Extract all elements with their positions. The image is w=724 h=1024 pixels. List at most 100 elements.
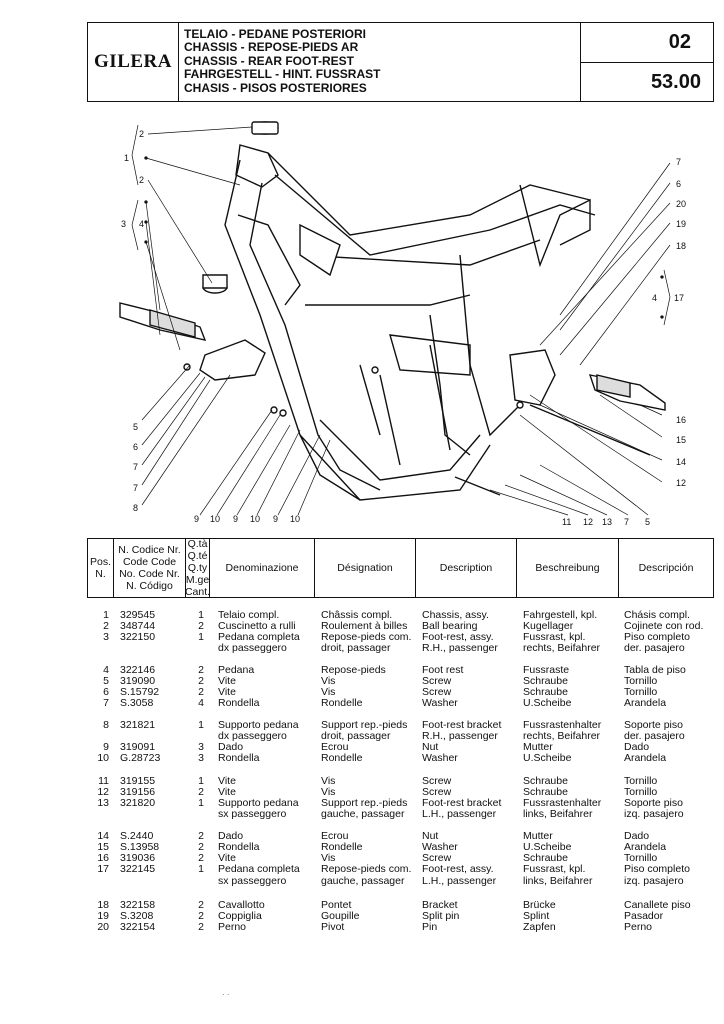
- header-titles: TELAIO - PEDANE POSTERIORI CHASSIS - REP…: [184, 27, 381, 95]
- cell-it: Dado: [218, 830, 244, 842]
- cell-code: 322145: [120, 863, 156, 875]
- cell-en: Screw: [422, 852, 452, 864]
- cell-code: 348744: [120, 620, 156, 632]
- cell-en: Foot rest: [422, 664, 464, 676]
- cell-pos: 16: [97, 852, 109, 864]
- cell-it: sx passeggero: [218, 875, 287, 887]
- cell-en: Ball bearing: [422, 620, 478, 632]
- cell-pos: 18: [97, 899, 109, 911]
- cell-qty: 2: [198, 830, 204, 842]
- cell-es: der. pasajero: [624, 730, 685, 742]
- callout-label: 19: [676, 219, 686, 229]
- cell-en: Screw: [422, 775, 452, 787]
- callout-label: 7: [133, 483, 138, 493]
- cell-en: R.H., passenger: [422, 642, 498, 654]
- callout-label: 12: [583, 517, 593, 527]
- cell-qty: 3: [198, 752, 204, 764]
- cell-fr: Rondelle: [321, 752, 363, 764]
- callout-label: 6: [133, 442, 138, 452]
- cell-en: Screw: [422, 675, 452, 687]
- cell-qty: 2: [198, 899, 204, 911]
- cell-en: Nut: [422, 741, 439, 753]
- cell-es: Cojinete con rod.: [624, 620, 704, 632]
- cell-qty: 1: [198, 863, 204, 875]
- cell-code: 322158: [120, 899, 156, 911]
- callout-label: 9: [273, 514, 278, 524]
- cell-code: 321821: [120, 719, 156, 731]
- callout-label: 13: [602, 517, 612, 527]
- cell-en: Nut: [422, 830, 439, 842]
- cell-pos: 10: [97, 752, 109, 764]
- cell-it: Vite: [218, 775, 236, 787]
- cell-fr: gauche, passager: [321, 875, 405, 887]
- cell-code: 319036: [120, 852, 156, 864]
- cell-code: 329545: [120, 609, 156, 621]
- cell-fr: droit, passager: [321, 642, 391, 654]
- cell-code: 321820: [120, 797, 156, 809]
- cell-de: Schraube: [523, 775, 568, 787]
- col-es: Descripción: [638, 562, 694, 574]
- cell-en: Washer: [422, 841, 458, 853]
- cell-code: 322146: [120, 664, 156, 676]
- cell-de: Brücke: [523, 899, 556, 911]
- cell-pos: 17: [97, 863, 109, 875]
- cell-pos: 14: [97, 830, 109, 842]
- cell-qty: 4: [198, 697, 204, 709]
- cell-es: der. pasajero: [624, 642, 685, 654]
- callout-label: 7: [676, 157, 681, 167]
- cell-es: Tabla de piso: [624, 664, 686, 676]
- cell-es: Arandela: [624, 752, 667, 764]
- cell-qty: 2: [198, 786, 204, 798]
- cell-en: Pin: [422, 921, 438, 933]
- cell-qty: 2: [198, 675, 204, 687]
- cell-code: 319091: [120, 741, 156, 753]
- cell-de: U.Scheibe: [523, 697, 572, 709]
- brand-logo: GILERA: [88, 23, 179, 101]
- cell-code: 322150: [120, 631, 156, 643]
- cell-en: Split pin: [422, 910, 460, 922]
- cell-qty: 1: [198, 609, 204, 621]
- cell-it: Pedana completa: [218, 863, 300, 875]
- cell-it: dx passeggero: [218, 642, 287, 654]
- cell-code: S.13958: [120, 841, 160, 853]
- cell-es: Arandela: [624, 697, 667, 709]
- title-de: FAHRGESTELL - HINT. FUSSRAST: [184, 67, 381, 82]
- cell-code: 319090: [120, 675, 156, 687]
- cell-en: Chassis, assy.: [422, 609, 489, 621]
- cell-code: S.3058: [120, 697, 154, 709]
- callout-label: 3: [121, 219, 126, 229]
- cell-pos: 9: [103, 741, 109, 753]
- frame-drawing: [119, 121, 666, 501]
- parts-table-header: Pos. N. N. Codice Nr. Code Code No. Code…: [87, 538, 714, 598]
- cell-it: sx passeggero: [218, 808, 287, 820]
- cell-en: L.H., passenger: [422, 875, 497, 887]
- callout-label: 9: [194, 514, 199, 524]
- cell-qty: 1: [198, 631, 204, 643]
- cell-code: 319156: [120, 786, 156, 798]
- callout-label: 5: [645, 517, 650, 527]
- cell-de: Kugellager: [523, 620, 574, 632]
- cell-de: Mutter: [523, 741, 553, 753]
- cell-fr: Vis: [321, 686, 336, 698]
- cell-es: Tornillo: [624, 775, 658, 787]
- cell-de: Splint: [523, 910, 550, 922]
- cell-de: Fahrgestell, kpl.: [523, 609, 598, 621]
- table-row: dx passeggero droit, passager R.H., passen…: [87, 643, 714, 654]
- cell-it: Telaio compl.: [218, 609, 280, 621]
- col-it: Denominazione: [210, 539, 315, 597]
- cell-pos: 13: [97, 797, 109, 809]
- cell-de: links, Beifahrer: [523, 808, 593, 820]
- leader-lines: [131, 124, 671, 516]
- cell-pos: 8: [103, 719, 109, 731]
- cell-fr: Roulement à billes: [321, 620, 408, 632]
